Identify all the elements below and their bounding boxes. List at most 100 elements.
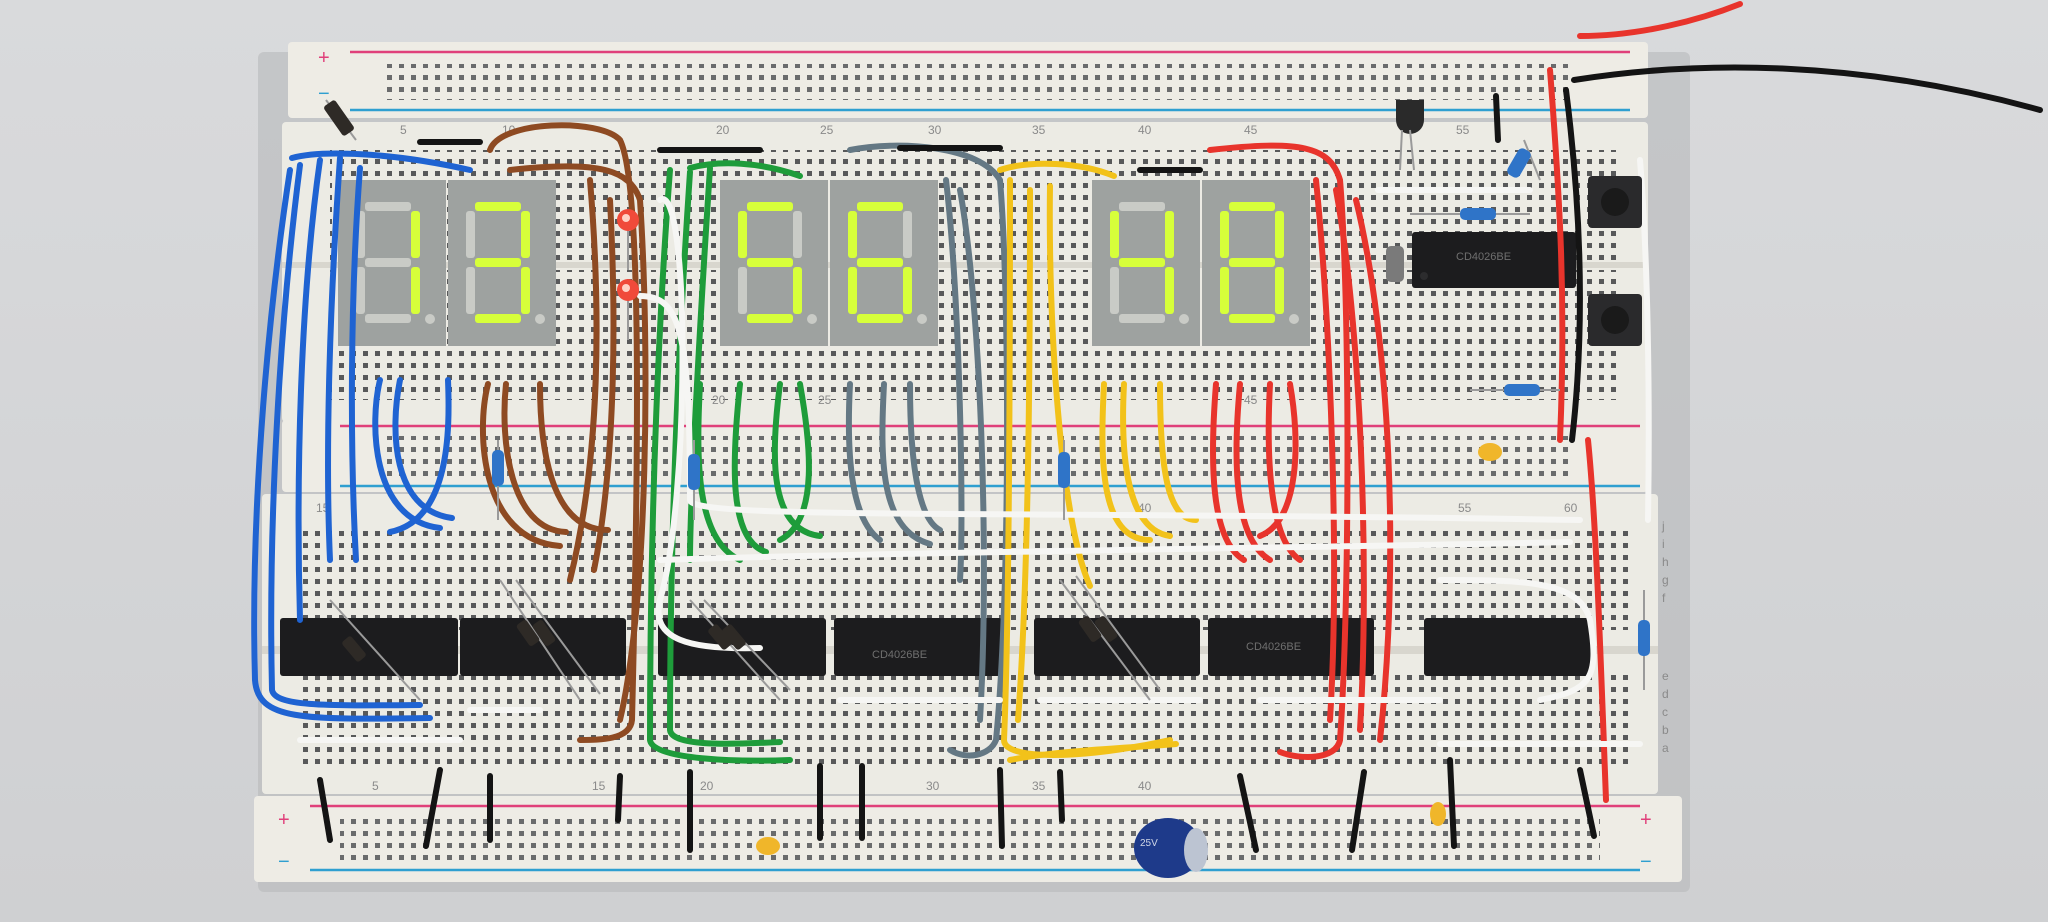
segment-a [747,202,793,211]
minus-sign-bottom-right: − [1640,851,1652,873]
ic-chip-7 [1424,618,1592,676]
col-num: 25 [818,393,832,407]
col-num: 25 [820,123,834,137]
row-letter: b [1662,723,1669,737]
decimal-point [807,314,817,324]
resistor [1470,384,1560,396]
col-num: 35 [1032,123,1046,137]
segment-f [1220,211,1229,258]
segment-e [848,267,857,314]
segment-g [365,258,411,267]
segment-g [747,258,793,267]
segment-d [1229,314,1275,323]
seven-segment-digit [720,180,828,346]
segment-c [793,267,802,314]
segment-d [1119,314,1165,323]
row-letter: j [1661,519,1665,533]
col-num: 40 [1138,123,1152,137]
row-letter: e [1662,669,1669,683]
segment-d [475,314,521,323]
ic-marking: CD4026BE [1456,251,1511,263]
plus-sign-bottom-right: + [1640,809,1652,831]
electrolytic-capacitor: 25V [1134,818,1208,878]
ceramic-capacitor [1478,443,1502,461]
segment-c [903,267,912,314]
segment-e [1220,267,1229,314]
decimal-point [917,314,927,324]
red-led [617,209,639,270]
segment-f [1110,211,1119,258]
white-wires [297,157,1652,747]
seven-segment-displays [338,180,1310,346]
segment-g [1229,258,1275,267]
seven-segment-digit [830,180,938,346]
decimal-point [425,314,435,324]
segment-f [466,211,475,258]
col-num: 35 [1032,779,1046,793]
ceramic-capacitor [1430,802,1446,826]
segment-c [411,267,420,314]
segment-g [857,258,903,267]
row-letters: j i h g f e d c b a [1661,519,1669,755]
push-button [1588,176,1642,228]
black-wires [317,64,2043,853]
decimal-point [535,314,545,324]
col-num: 30 [928,123,942,137]
ic-chip-2 [460,618,626,676]
col-num: 20 [716,123,730,137]
segment-g [475,258,521,267]
ic-chip-5 [1034,618,1200,676]
seven-segment-digit [1202,180,1310,346]
row-letter: g [1662,573,1669,587]
brown-wires [479,122,649,743]
segment-c [1165,267,1174,314]
ic-marking: CD4026BE [1246,641,1301,653]
resistor [1638,590,1650,690]
segment-d [365,314,411,323]
row-letter: f [1662,591,1666,605]
seven-segment-digit [448,180,556,346]
capacitor-marking: 25V [1140,838,1158,849]
plus-sign-bottom: + [278,809,290,831]
blue-wires [251,150,473,722]
col-num: 45 [1244,123,1258,137]
segment-a [1229,202,1275,211]
push-button [1588,294,1642,346]
resistor [1410,208,1530,220]
segment-b [1165,211,1174,258]
segment-e [466,267,475,314]
segment-c [521,267,530,314]
segment-f [848,211,857,258]
yellow-wires [997,160,1199,763]
wires [251,1,2043,853]
segment-a [365,202,411,211]
segment-b [793,211,802,258]
decimal-point [1289,314,1299,324]
segment-e [356,267,365,314]
ceramic-capacitor [756,837,780,855]
minus-sign-top: − [318,83,330,105]
column-numbers-top: 5 10 20 25 30 35 40 45 55 [400,123,1470,137]
ic-chips: CD4026BE CD4026BE CD4026BE [280,232,1592,676]
col-num: 60 [1564,501,1578,515]
components: 25V [324,99,1650,878]
segment-b [1275,211,1284,258]
row-letter: d [1662,687,1669,701]
segment-b [411,211,420,258]
resistor [492,440,504,520]
transistor [1396,100,1424,171]
resistor [1058,440,1070,520]
col-num: 45 [1244,393,1258,407]
col-num: 40 [1138,779,1152,793]
seven-segment-digit [1092,180,1200,346]
segment-b [903,211,912,258]
row-letter: a [1662,741,1669,755]
ic-chip-top-right: CD4026BE [1412,232,1576,288]
col-num: 20 [712,393,726,407]
col-num: 55 [1456,123,1470,137]
col-num: 55 [1458,501,1472,515]
segment-d [747,314,793,323]
row-letter: h [1662,555,1669,569]
segment-f [738,211,747,258]
